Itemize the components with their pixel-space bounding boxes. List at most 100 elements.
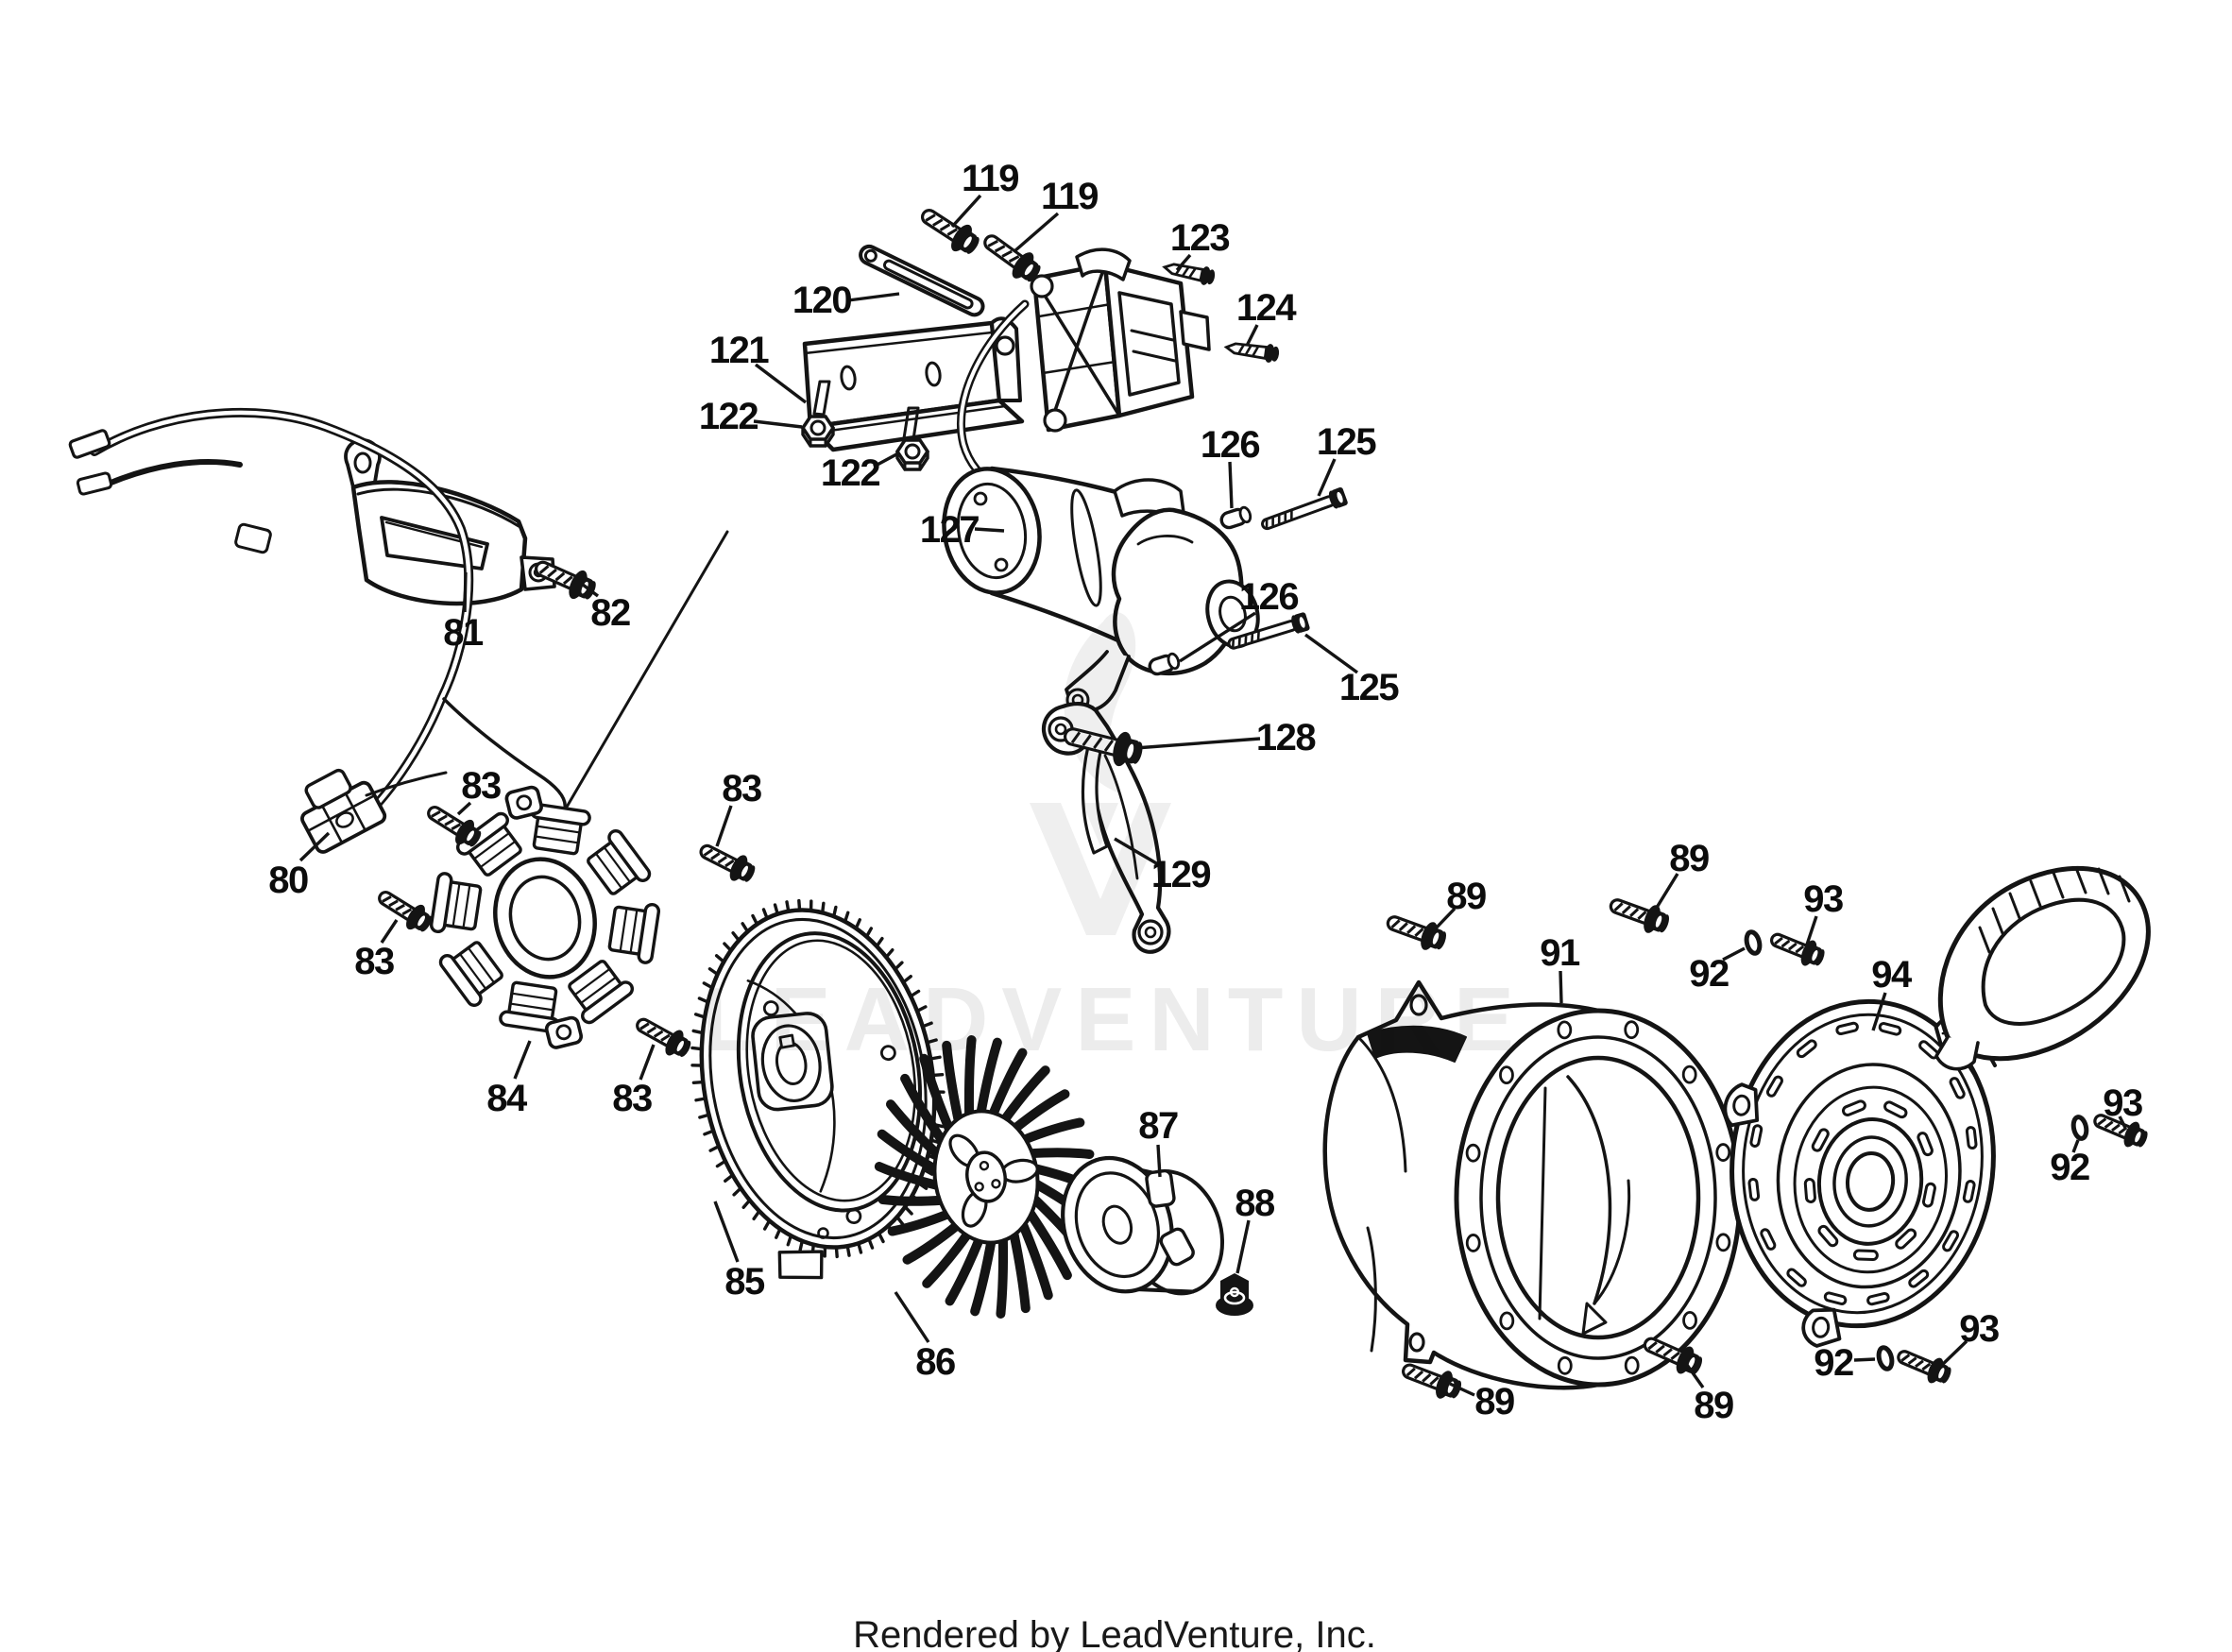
bolt-89 bbox=[1386, 915, 1447, 950]
callout-88: 88 bbox=[1235, 1183, 1276, 1274]
callout-122: 122 bbox=[821, 451, 899, 494]
bolt-83 bbox=[427, 805, 482, 847]
alignment-line bbox=[564, 530, 729, 810]
callout-83: 83 bbox=[456, 765, 502, 816]
part-number-89: 89 bbox=[1669, 838, 1709, 879]
callout-93: 93 bbox=[1803, 878, 1844, 945]
part-number-125: 125 bbox=[1317, 421, 1376, 463]
part-number-87: 87 bbox=[1138, 1105, 1178, 1147]
part-number-125: 125 bbox=[1339, 667, 1399, 708]
part-number-81: 81 bbox=[443, 612, 484, 654]
debris-shield-81 bbox=[344, 438, 556, 606]
bolt-93 bbox=[1769, 932, 1825, 966]
long-bolt-125 bbox=[1261, 487, 1348, 531]
part-number-92: 92 bbox=[1814, 1342, 1853, 1384]
screw-124 bbox=[1223, 342, 1280, 363]
callout-129: 129 bbox=[1114, 837, 1212, 895]
recoil-handle bbox=[1934, 865, 2151, 1079]
part-number-119: 119 bbox=[962, 158, 1018, 199]
callout-89: 89 bbox=[1449, 1381, 1515, 1422]
callout-83: 83 bbox=[715, 768, 762, 847]
rod-120 bbox=[859, 244, 985, 317]
part-number-93: 93 bbox=[1959, 1308, 1999, 1350]
bolt-83 bbox=[378, 890, 433, 932]
part-number-83: 83 bbox=[354, 941, 394, 982]
part-number-93: 93 bbox=[2103, 1082, 2142, 1124]
watermark-logo bbox=[1030, 612, 1171, 935]
bolt-89 bbox=[1609, 898, 1670, 933]
callout-83: 83 bbox=[354, 919, 399, 982]
callout-87: 87 bbox=[1138, 1105, 1179, 1178]
part-number-93: 93 bbox=[1803, 878, 1843, 920]
o-ring-92 bbox=[1744, 929, 1763, 956]
nut-122 bbox=[895, 438, 930, 471]
part-number-119: 119 bbox=[1041, 176, 1098, 217]
part-number-120: 120 bbox=[792, 280, 851, 321]
callout-127: 127 bbox=[920, 509, 1005, 551]
part-number-121: 121 bbox=[709, 330, 769, 371]
callout-93: 93 bbox=[2103, 1082, 2143, 1129]
callout-125: 125 bbox=[1304, 633, 1401, 708]
callout-125: 125 bbox=[1317, 421, 1378, 497]
watermark-layer: LEADVENTURE bbox=[702, 612, 1527, 1070]
part-number-86: 86 bbox=[915, 1341, 955, 1383]
callout-91: 91 bbox=[1540, 932, 1581, 1004]
part-number-85: 85 bbox=[724, 1261, 765, 1303]
part-number-92: 92 bbox=[1689, 953, 1729, 995]
starter-cup-87 bbox=[1061, 1155, 1225, 1296]
ignition-coil bbox=[1030, 247, 1211, 433]
blower-housing-91 bbox=[1322, 979, 1743, 1390]
callout-119: 119 bbox=[1013, 176, 1099, 253]
bolt-119 bbox=[983, 234, 1041, 282]
callout-93: 93 bbox=[1938, 1308, 2000, 1369]
part-number-88: 88 bbox=[1235, 1183, 1275, 1224]
o-ring-92 bbox=[1876, 1345, 1895, 1371]
part-number-91: 91 bbox=[1540, 932, 1580, 974]
callout-89: 89 bbox=[1653, 838, 1710, 911]
callout-80: 80 bbox=[268, 831, 331, 901]
part-number-80: 80 bbox=[268, 860, 308, 901]
part-number-89: 89 bbox=[1694, 1385, 1733, 1426]
pin-126 bbox=[1148, 652, 1181, 676]
watermark-text: LEADVENTURE bbox=[702, 969, 1527, 1070]
callout-92: 92 bbox=[1814, 1342, 1876, 1384]
bolt-83 bbox=[699, 843, 756, 882]
nut-122 bbox=[800, 415, 836, 448]
part-number-92: 92 bbox=[2050, 1147, 2089, 1188]
part-number-126: 126 bbox=[1201, 424, 1259, 466]
part-number-89: 89 bbox=[1446, 876, 1486, 917]
harness-connector bbox=[300, 768, 387, 854]
bolt-89 bbox=[1643, 1337, 1703, 1374]
callout-89: 89 bbox=[1431, 876, 1487, 933]
bolt-93 bbox=[1897, 1350, 1951, 1384]
recoil-starter-94 bbox=[1723, 998, 1996, 1348]
callout-81: 81 bbox=[443, 571, 485, 654]
callout-120: 120 bbox=[792, 280, 900, 321]
fasteners-layer bbox=[378, 209, 2148, 1399]
callout-123: 123 bbox=[1170, 217, 1231, 272]
part-number-94: 94 bbox=[1871, 954, 1913, 996]
long-bolt-125 bbox=[1227, 612, 1310, 650]
part-number-82: 82 bbox=[590, 592, 630, 634]
callout-121: 121 bbox=[709, 330, 808, 404]
bolt-89 bbox=[1401, 1363, 1462, 1399]
part-number-84: 84 bbox=[486, 1078, 528, 1119]
callout-92: 92 bbox=[2050, 1139, 2090, 1188]
callout-94: 94 bbox=[1871, 954, 1914, 1031]
flywheel-85 bbox=[690, 898, 946, 1280]
part-number-124: 124 bbox=[1236, 287, 1297, 329]
stator-84 bbox=[429, 785, 661, 1049]
part-number-83: 83 bbox=[612, 1078, 652, 1119]
callout-122: 122 bbox=[699, 396, 803, 437]
callout-119: 119 bbox=[950, 158, 1020, 229]
callout-126: 126 bbox=[1201, 424, 1261, 509]
callout-92: 92 bbox=[1689, 946, 1746, 995]
bolt-83 bbox=[636, 1017, 691, 1057]
part-number-122: 122 bbox=[699, 396, 758, 437]
part-number-129: 129 bbox=[1151, 854, 1210, 895]
part-number-89: 89 bbox=[1474, 1381, 1514, 1422]
callout-124: 124 bbox=[1236, 287, 1299, 347]
